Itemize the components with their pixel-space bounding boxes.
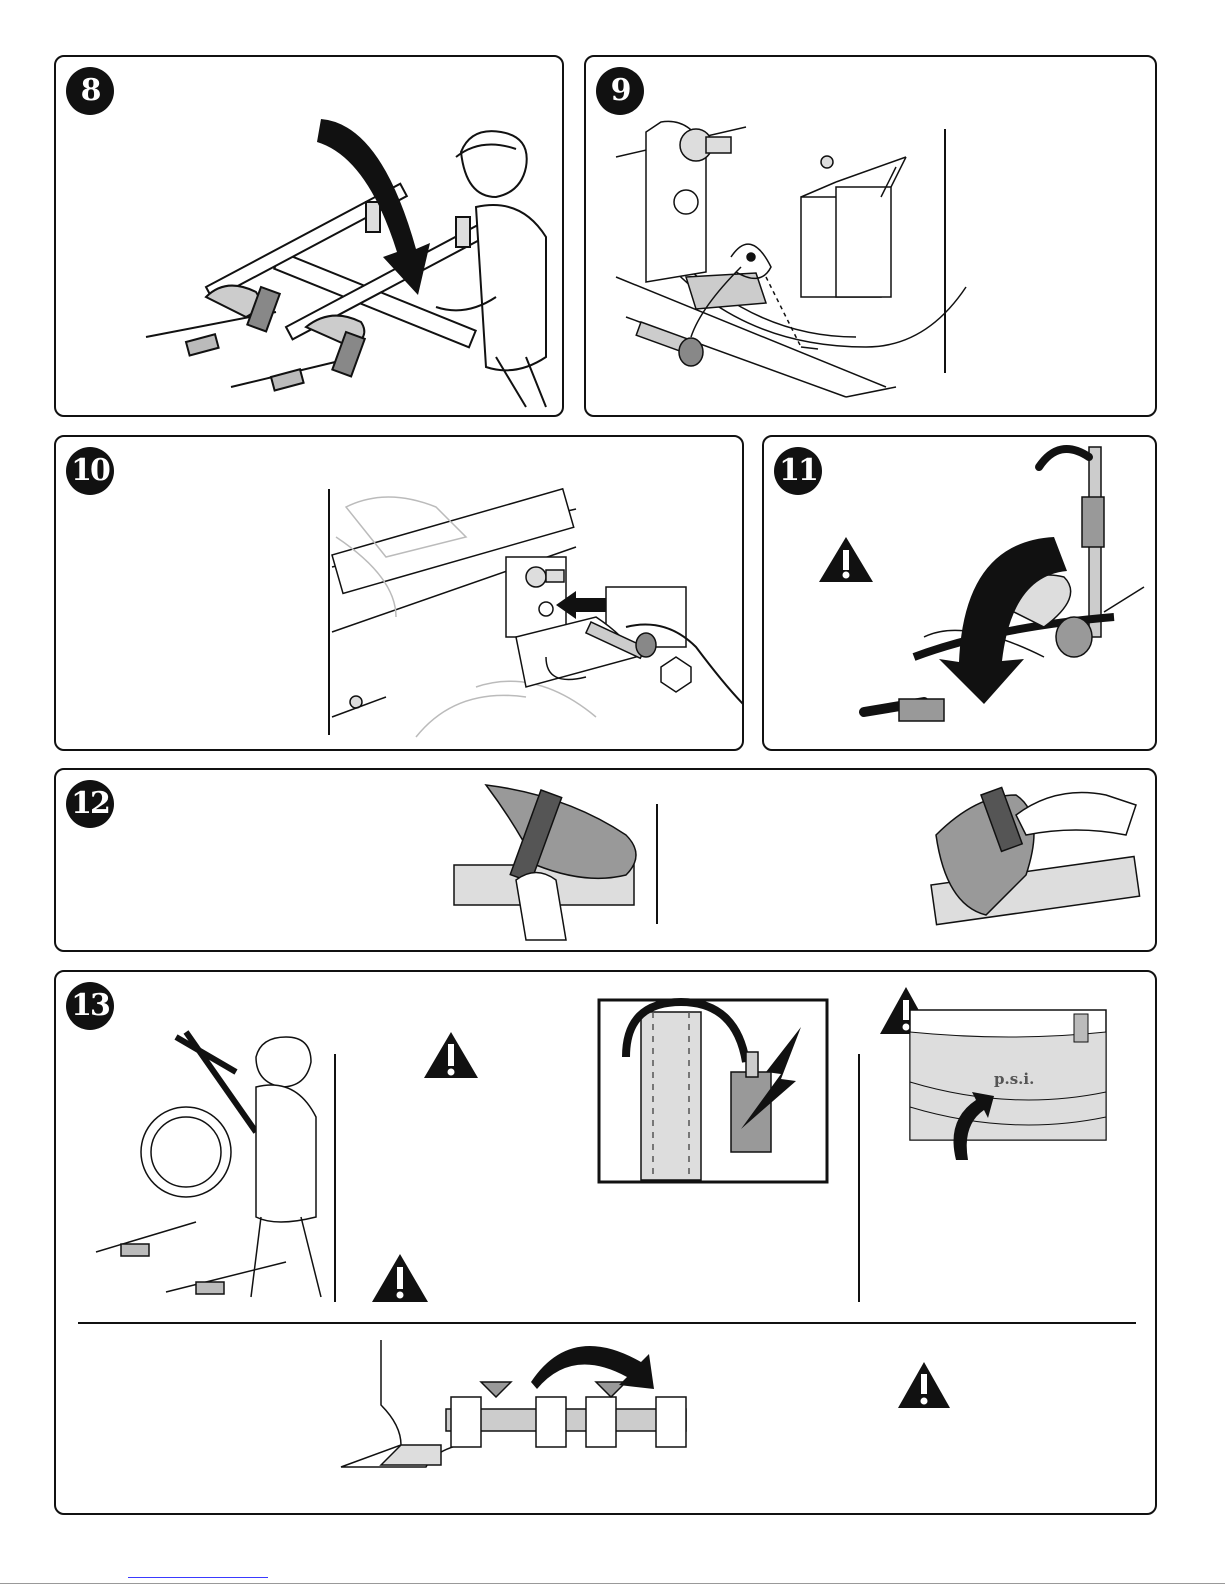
- panel-step-10: 10: [54, 435, 744, 751]
- panel-step-11: 11: [762, 435, 1157, 751]
- illustration-rack-fold: [56, 57, 564, 417]
- page-footer-link-underline: [128, 1577, 268, 1578]
- panel-step-13: 13: [54, 970, 1157, 1515]
- illustration-load-bike: p.s.i.: [56, 972, 1157, 1515]
- tire-psi-marking: p.s.i.: [994, 1070, 1034, 1088]
- divider-vertical: [944, 129, 946, 373]
- panel-step-12: 12: [54, 768, 1157, 952]
- panel-step-9: 9: [584, 55, 1157, 417]
- illustration-hitch-pin: [586, 57, 1157, 417]
- illustration-swing-arm: [764, 437, 1157, 751]
- panel-step-8: 8: [54, 55, 564, 417]
- illustration-wheel-cradle-strap: [56, 770, 1157, 952]
- page-footer-rule: [0, 1583, 1225, 1584]
- illustration-insert-pin: [56, 437, 744, 751]
